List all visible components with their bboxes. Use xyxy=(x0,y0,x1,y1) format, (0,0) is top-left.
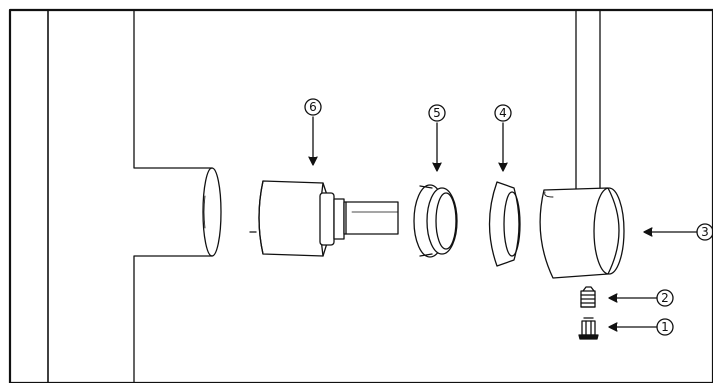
callout-5: 5 xyxy=(428,104,446,172)
part-3-end-cap xyxy=(539,9,625,279)
callout-1: 1 xyxy=(608,318,674,336)
part-1-fastener xyxy=(578,317,599,340)
callout-4: 4 xyxy=(494,104,512,172)
callout-6-label: 6 xyxy=(309,100,317,114)
tee-tube xyxy=(133,9,222,383)
callout-3-label: 3 xyxy=(701,225,709,239)
diagram-border xyxy=(8,8,713,383)
callout-6: 6 xyxy=(304,98,322,166)
callout-4-label: 4 xyxy=(499,106,507,120)
callout-3: 3 xyxy=(643,223,713,241)
callout-1-label: 1 xyxy=(661,320,669,334)
part-5-ring xyxy=(413,184,458,258)
callout-2-label: 2 xyxy=(661,291,669,305)
part-2-grub-screw xyxy=(580,286,596,308)
part-4-cone-washer xyxy=(488,181,521,267)
callout-2: 2 xyxy=(608,289,674,307)
part-6-insert xyxy=(249,180,399,257)
callout-5-label: 5 xyxy=(433,106,441,120)
